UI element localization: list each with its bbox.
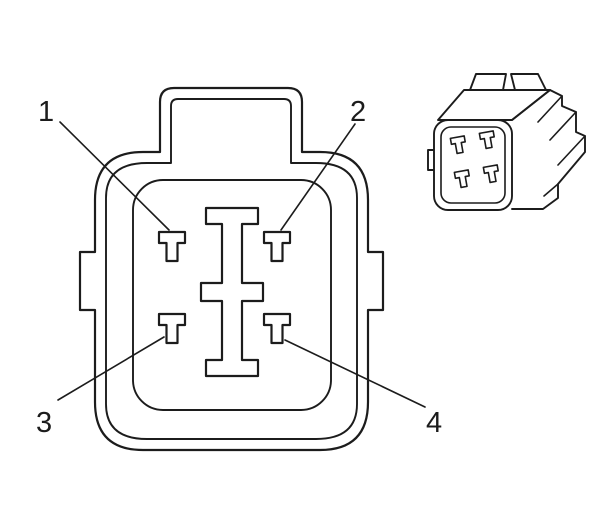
perspective-pin-3 bbox=[453, 169, 470, 189]
perspective-top-surface bbox=[437, 89, 551, 121]
mating-face-groove bbox=[132, 179, 332, 411]
perspective-front-face-outer bbox=[433, 119, 513, 211]
pin-terminal-4 bbox=[262, 312, 292, 345]
connector-perspective-view bbox=[427, 73, 586, 211]
callout-label-3: 3 bbox=[36, 407, 52, 439]
callout-label-1: 1 bbox=[38, 96, 54, 128]
perspective-pin-1 bbox=[449, 135, 466, 155]
callout-label-4: 4 bbox=[426, 407, 442, 439]
diagram-root: 1 2 3 4 bbox=[36, 73, 586, 452]
callout-leader-lines bbox=[57, 121, 426, 408]
perspective-rear-body bbox=[511, 89, 586, 210]
connector-front-view bbox=[78, 86, 385, 452]
pin-terminal-3 bbox=[157, 312, 187, 345]
housing-outer-outline bbox=[78, 86, 385, 452]
callout-label-2: 2 bbox=[350, 96, 366, 128]
housing-inner-outline bbox=[105, 98, 358, 440]
pin-terminal-2 bbox=[262, 230, 292, 263]
perspective-lock-tab-left bbox=[469, 73, 507, 91]
perspective-lock-tab-right bbox=[510, 73, 547, 91]
perspective-side-latch bbox=[427, 149, 435, 171]
leader-line-2 bbox=[280, 123, 356, 231]
leader-line-4 bbox=[284, 339, 426, 408]
center-keyway bbox=[199, 206, 265, 378]
leader-line-3 bbox=[57, 336, 165, 401]
perspective-front-face-inner bbox=[440, 126, 506, 204]
pin-terminal-1 bbox=[157, 230, 187, 263]
callout-labels: 1 2 3 4 bbox=[36, 96, 442, 439]
perspective-pin-2 bbox=[478, 130, 495, 150]
perspective-rear-step-edges bbox=[537, 95, 586, 197]
leader-line-1 bbox=[59, 121, 170, 231]
perspective-pin-4 bbox=[482, 164, 499, 184]
